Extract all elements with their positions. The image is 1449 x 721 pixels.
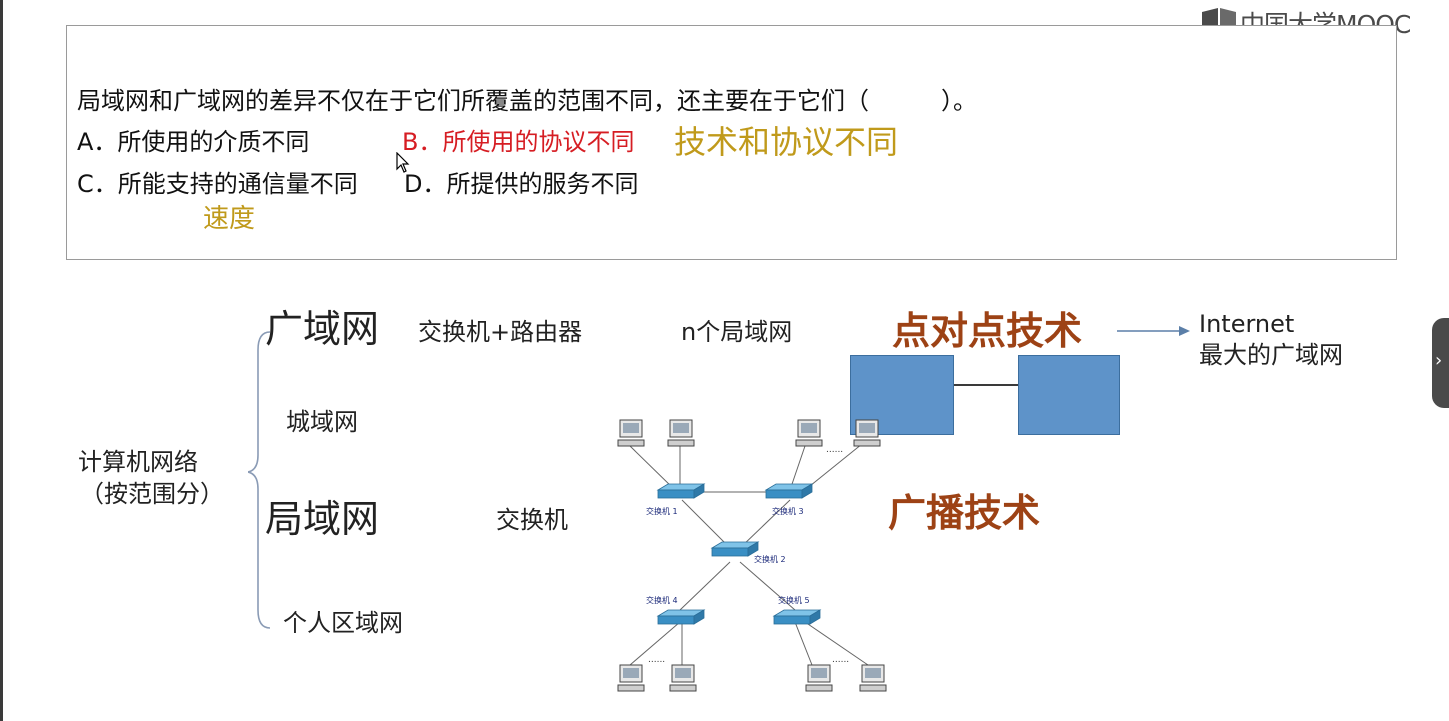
switch-icon <box>773 609 821 625</box>
lan-network-diagram: 交换机 1 交换机 3 交换机 2 交换机 4 交换机 5 ...... ...… <box>617 419 887 692</box>
switch-label-5: 交换机 5 <box>778 595 810 605</box>
cursor-icon <box>396 152 410 173</box>
wan-composition: n个局域网 <box>681 318 793 346</box>
computer-icon <box>669 664 697 692</box>
handwritten-note-tech: 技术和协议不同 <box>674 123 899 161</box>
arrow-right-icon <box>1117 326 1190 336</box>
p2p-tech-label: 点对点技术 <box>892 309 1083 353</box>
switch-label-3: 交换机 3 <box>772 506 804 516</box>
handwritten-note-speed: 速度 <box>203 204 256 234</box>
chevron-right-icon: › <box>1435 350 1443 371</box>
switch-icon <box>657 609 705 625</box>
switch-label-4: 交换机 4 <box>646 595 678 605</box>
option-b-answer: B．所使用的协议不同 <box>402 128 635 156</box>
ellipsis-top: ...... <box>826 445 843 455</box>
man-label: 城域网 <box>286 408 358 436</box>
p2p-link <box>954 384 1018 386</box>
ellipsis-bottom-left: ...... <box>648 655 665 665</box>
computer-icon <box>795 419 823 447</box>
wan-devices: 交换机+路由器 <box>418 318 583 346</box>
side-panel-toggle[interactable]: › <box>1432 318 1449 408</box>
root-sublabel: （按范围分） <box>80 480 224 508</box>
question-stem: 局域网和广域网的差异不仅在于它们所覆盖的范围不同，还主要在于它们（ ）。 <box>77 87 977 115</box>
root-label: 计算机网络 <box>78 448 198 476</box>
switch-icon <box>657 483 705 499</box>
switch-label-2: 交换机 2 <box>754 554 786 564</box>
computer-icon <box>805 664 833 692</box>
computer-icon <box>859 664 887 692</box>
pan-label: 个人区域网 <box>283 609 403 637</box>
question-box: 局域网和广域网的差异不仅在于它们所覆盖的范围不同，还主要在于它们（ ）。 A．所… <box>66 25 1397 260</box>
internet-label: Internet <box>1199 310 1295 338</box>
option-d: D．所提供的服务不同 <box>404 170 639 198</box>
internet-desc: 最大的广域网 <box>1199 341 1343 369</box>
computer-icon <box>853 419 881 447</box>
switch-icon <box>765 483 813 499</box>
lan-devices: 交换机 <box>496 506 568 534</box>
switch-label-1: 交换机 1 <box>646 506 678 516</box>
ellipsis-bottom-right: ...... <box>832 655 849 665</box>
computer-icon <box>617 419 645 447</box>
window-edge <box>0 0 3 721</box>
wan-label: 广域网 <box>265 307 380 351</box>
broadcast-tech-label: 广播技术 <box>888 491 1041 535</box>
computer-icon <box>617 664 645 692</box>
classification-bracket <box>248 331 271 629</box>
option-a: A．所使用的介质不同 <box>77 128 310 156</box>
computer-icon <box>667 419 695 447</box>
option-c: C．所能支持的通信量不同 <box>77 170 358 198</box>
p2p-node-right <box>1018 355 1120 435</box>
switch-icon <box>711 541 759 557</box>
lan-label: 局域网 <box>265 497 380 541</box>
